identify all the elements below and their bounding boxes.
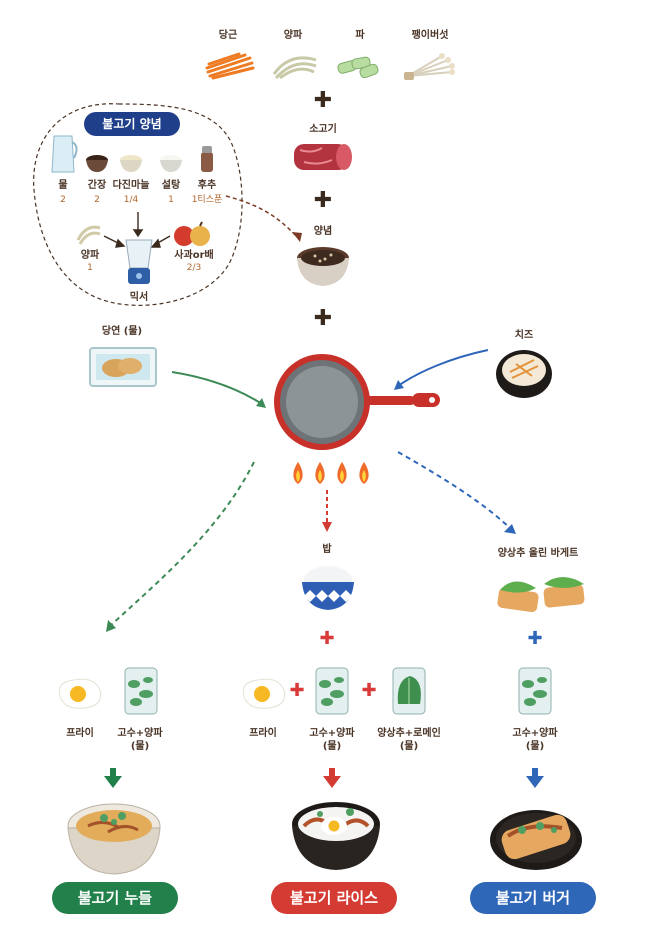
herbs-label-note: (물) [525,741,545,752]
noodles-label: 당연 (물) [101,326,143,337]
plus-sign: ✚ [313,306,333,331]
marinade-item-label: 다진마늘 [112,180,150,191]
egg-label: 프라이 [249,728,277,739]
plus-sign: ✚ [289,680,305,701]
scallion-label: 파 [355,30,365,41]
plus-sign: ✚ [319,628,335,649]
marinade-onion-amount: 1 [87,263,93,273]
sauce-bowl-image [297,247,349,286]
marinade-item-amount: 1 [168,195,174,205]
frying-pan-image [274,354,440,450]
bulgogi-rice-title: 불고기 라이스 [271,882,397,914]
marinade-apple-label: 사과or배 [174,250,214,261]
bulgogi-noodle-title: 불고기 누들 [52,882,178,914]
marinade-item-amount: 2 [60,195,66,205]
marinade-item-amount: 2 [94,195,100,205]
mixer-icon [125,239,153,284]
noodle-container-image [89,347,157,387]
cheese-label: 치즈 [514,330,534,341]
marinade-item-amount: 1/4 [123,195,139,205]
enoki-image [404,53,455,80]
flame-icons [293,462,369,484]
rice-bowl-image [302,566,354,610]
carrot-image [205,52,255,80]
herb-jar-image [518,667,552,715]
marinade-apple-amount: 2/3 [186,263,202,273]
lettuce-label: 양상추+로메인 [377,728,441,739]
herbs-label-note: (물) [322,741,342,752]
enoki-label: 팽이버섯 [411,30,449,41]
plus-sign: ✚ [313,88,333,113]
onion-icon [76,225,101,245]
marinade-item-amount: 1티스푼 [191,195,223,205]
beef-label: 소고기 [309,124,337,135]
marinade-onion-label: 양파 [80,250,100,261]
sauce-label: 양념 [313,226,333,237]
herbs-label-note: (물) [130,741,150,752]
bulgogi-noodle-bowl-image [67,803,161,875]
fried-egg-image [58,678,102,709]
cheese-bowl-image [496,350,552,398]
marinade-item-label: 물 [58,180,68,191]
scallion-image [337,56,379,79]
herb-jar-image [315,667,349,715]
water-pitcher-icon [51,135,78,173]
sugar-bowl-icon [160,155,182,172]
lettuce-jar-image [392,667,426,715]
herbs-label: 고수+양파 [309,728,355,739]
herbs-label: 고수+양파 [512,728,558,739]
beef-image [294,144,352,170]
baguette-label: 양상추 올린 바게트 [497,548,579,559]
marinade-title-badge: 불고기 양념 [84,112,180,136]
carrot-label: 당근 [218,30,238,41]
mixer-label: 믹서 [129,292,149,303]
garlic-bowl-icon [120,155,142,172]
apple-pear-icon [174,221,210,246]
lettuce-label-note: (물) [399,741,419,752]
bulgogi-burger-title: 불고기 버거 [470,882,596,914]
plus-sign: ✚ [361,680,377,701]
pepper-shaker-icon [201,146,213,172]
rice-label: 밥 [322,544,332,555]
marinade-item-label: 설탕 [161,180,181,191]
onion-label: 양파 [283,30,303,41]
fried-egg-image [242,678,286,709]
bulgogi-burger-plate-image [490,810,582,870]
soy-sauce-bowl-icon [86,155,108,172]
egg-label: 프라이 [66,728,94,739]
plus-sign: ✚ [527,628,543,649]
herbs-label: 고수+양파 [117,728,163,739]
bulgogi-rice-bowl-image [292,802,380,870]
baguette-image [497,577,585,613]
herb-jar-image [124,667,158,715]
plus-sign: ✚ [313,188,333,213]
marinade-item-label: 간장 [87,180,107,191]
onion-image [272,56,317,80]
marinade-item-label: 후추 [197,180,217,191]
